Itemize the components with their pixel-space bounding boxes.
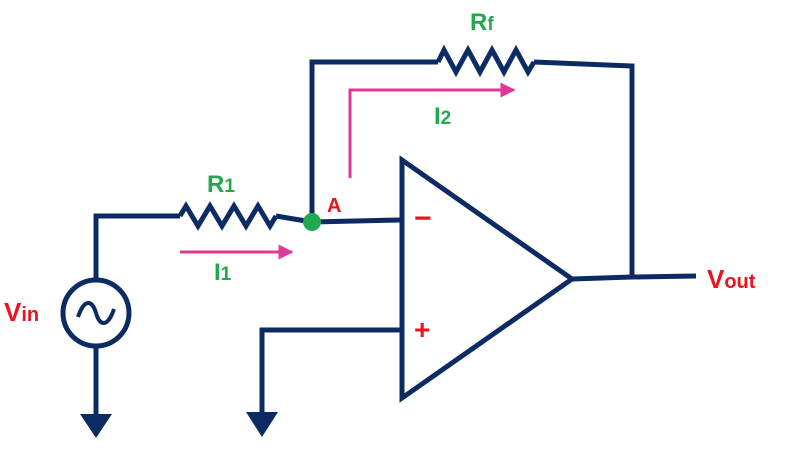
wire-feedback-left	[309, 59, 438, 222]
label-vout: Vout	[707, 264, 756, 294]
label-i1: I1	[214, 259, 232, 286]
node-a-dot	[303, 213, 321, 231]
label-r1: R1	[207, 171, 235, 198]
label-node-a: A	[327, 195, 341, 217]
wire-plus-to-ground	[259, 327, 402, 412]
resistor-rf	[435, 44, 537, 78]
current-arrow-i2	[348, 82, 516, 178]
op-amp-minus-sign: −	[414, 202, 432, 235]
resistor-r1	[177, 201, 279, 231]
label-rf: Rf	[470, 9, 494, 36]
wire-source-to-r1	[93, 213, 180, 280]
wire-feedback-right	[533, 59, 635, 276]
wire-output	[571, 273, 697, 282]
op-amp-plus-sign: +	[414, 314, 430, 345]
ground-icon	[246, 412, 278, 437]
label-vin: Vin	[4, 297, 39, 327]
ground-icon	[80, 414, 112, 438]
op-amp-triangle	[399, 155, 577, 403]
label-i2: I2	[434, 103, 451, 130]
ac-source-icon	[60, 277, 132, 349]
ac-sine-wave	[76, 301, 116, 325]
